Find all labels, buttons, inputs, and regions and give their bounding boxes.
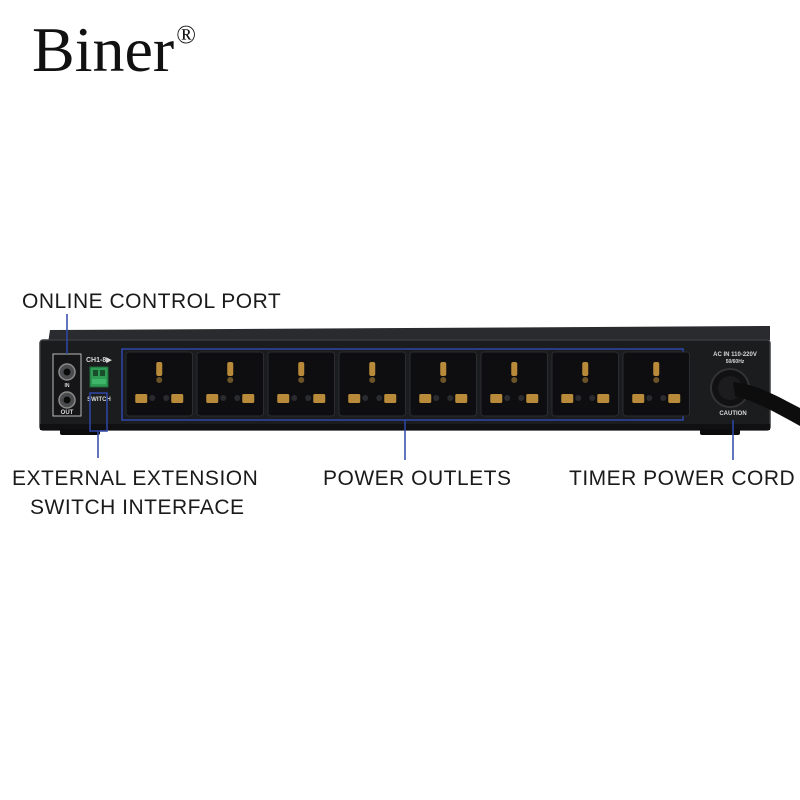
- brand-logo: Biner®: [32, 18, 196, 82]
- foot-right: [700, 429, 740, 435]
- leader-lines: [66, 314, 734, 460]
- power-cord-icon: [710, 368, 800, 426]
- callout-power-outlets: POWER OUTLETS: [323, 467, 512, 490]
- callout-external-extension: EXTERNAL EXTENSION: [12, 467, 259, 490]
- registered-mark: ®: [176, 20, 196, 49]
- callout-switch-interface: SWITCH INTERFACE: [30, 496, 245, 519]
- chassis-top: [48, 326, 770, 343]
- terminal-block-icon: [89, 366, 109, 388]
- label-switch: SWITCH: [87, 397, 111, 403]
- label-caution: CAUTION: [719, 411, 746, 417]
- callout-online-control-port: ONLINE CONTROL PORT: [22, 290, 282, 313]
- socket-icon: [551, 351, 619, 417]
- brand-name: Biner: [32, 14, 175, 85]
- label-port-in: IN: [65, 383, 70, 389]
- label-ac-rating: AC IN 110-220V: [713, 352, 757, 358]
- foot-left: [60, 429, 100, 435]
- socket-icon: [267, 351, 335, 417]
- socket-icon: [196, 351, 264, 417]
- socket-icon: [338, 351, 406, 417]
- socket-icon: [125, 351, 193, 417]
- socket-icon: [622, 351, 690, 417]
- label-channel: CH1-8▶: [86, 357, 112, 364]
- callout-timer-power-cord: TIMER POWER CORD: [569, 467, 796, 490]
- rj-port-icon: [58, 363, 76, 409]
- socket-icon: [480, 351, 548, 417]
- label-port-out: OUT: [61, 410, 74, 416]
- power-outlets: [125, 351, 690, 417]
- socket-icon: [409, 351, 477, 417]
- label-frequency: 50/60Hz: [726, 359, 745, 365]
